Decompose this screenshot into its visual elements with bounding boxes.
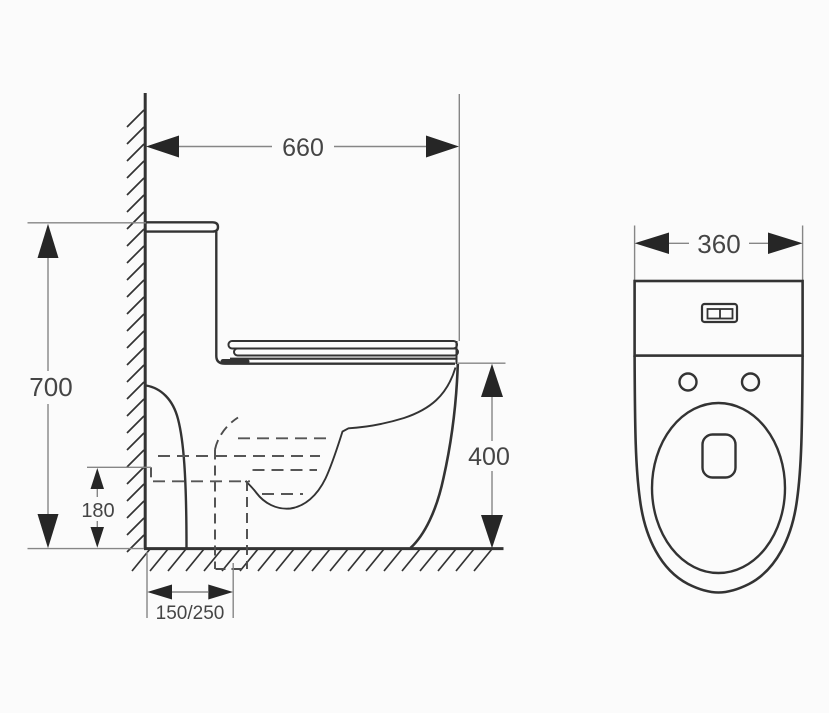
dim-width-360: 360 [633, 225, 804, 281]
bowl-front-curve [409, 363, 460, 549]
dim-label-outlet-height: 180 [81, 500, 114, 522]
arrowhead-up [481, 363, 503, 397]
dim-label-rough-in: 150/250 [156, 603, 225, 624]
seat-profile [233, 347, 459, 357]
hinge-bolt-left [678, 372, 698, 392]
arrowhead-down [37, 514, 59, 549]
arrowhead-left [147, 584, 172, 600]
trap-dashed-lines [150, 416, 248, 570]
arrowhead-up [37, 223, 59, 258]
arrowhead-down [481, 515, 503, 549]
seat-lid-profile [227, 340, 458, 350]
floor-hatching [131, 548, 493, 572]
pedestal-back-curve [145, 384, 188, 549]
arrowhead-right [768, 232, 803, 254]
dim-label-height: 700 [29, 372, 72, 402]
arrowhead-left [634, 232, 669, 254]
arrowhead-down [90, 527, 104, 548]
side-view: 660 700 180 400 [27, 93, 510, 624]
arrowhead-right [208, 584, 233, 600]
seat-ring [650, 401, 787, 575]
front-view: 360 [633, 225, 804, 594]
tank-front-profile [215, 231, 455, 365]
dim-label-depth: 660 [282, 134, 324, 162]
dim-outlet-height-180: 180 [81, 466, 151, 548]
arrowhead-right [426, 135, 459, 158]
flush-button [700, 302, 739, 324]
water-spot [701, 433, 737, 479]
dim-depth-660: 660 [146, 94, 460, 341]
front-bowl-outline [633, 355, 804, 594]
hinge-bolt-right [740, 372, 761, 392]
tank-lid-profile [146, 221, 220, 233]
bowl-inner-curve [244, 367, 457, 510]
dim-label-bowl-height: 400 [468, 443, 510, 471]
front-tank [633, 279, 804, 357]
dim-rough-in: 150/250 [146, 552, 234, 624]
wall-hatching [126, 109, 145, 553]
dim-height-700: 700 [27, 222, 146, 549]
arrowhead-left [146, 135, 179, 158]
water-level-dashes [153, 437, 331, 495]
dim-bowl-height-400: 400 [458, 362, 510, 549]
arrowhead-up [90, 468, 104, 489]
dim-label-width: 360 [697, 229, 740, 259]
